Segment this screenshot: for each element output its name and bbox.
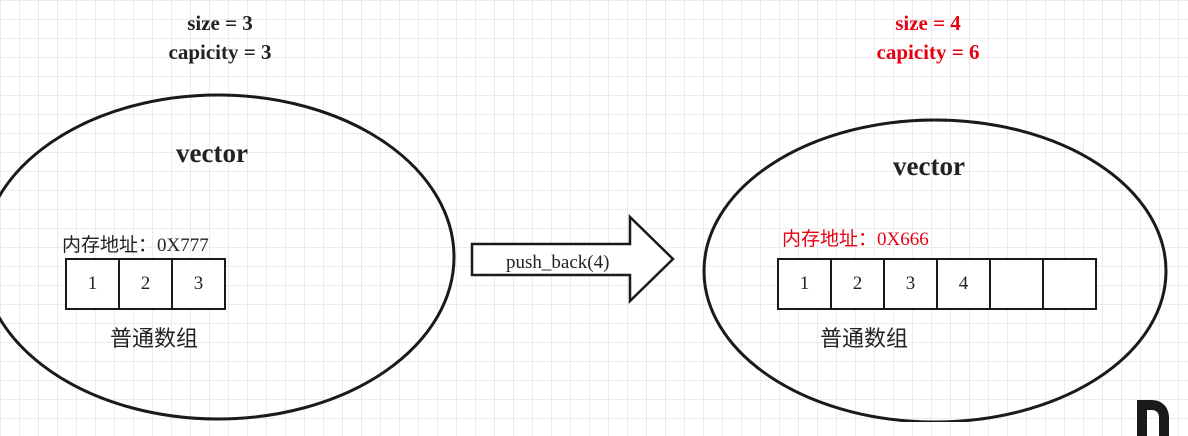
left-array-cell: 2 — [120, 260, 173, 308]
right-memory-address: 内存地址：0X666 — [782, 229, 929, 250]
right-array: 1 2 3 4 — [777, 258, 1097, 310]
left-array-cell: 1 — [67, 260, 120, 308]
push-back-arrow — [470, 214, 675, 304]
left-memory-address: 内存地址：0X777 — [62, 235, 209, 256]
push-back-label: push_back(4) — [506, 252, 610, 273]
right-array-cell: 1 — [779, 260, 832, 308]
right-vector-title: vector — [893, 151, 965, 181]
right-array-cell: 4 — [938, 260, 991, 308]
left-vector-title: vector — [176, 138, 248, 168]
left-array-cell: 3 — [193, 273, 204, 294]
left-array-caption: 普通数组 — [110, 327, 199, 352]
right-capacity-label: capicity = 6 — [876, 40, 980, 64]
left-array: 1 2 3 — [65, 258, 226, 310]
right-array-cell — [1044, 260, 1095, 308]
left-vector-ellipse — [0, 93, 456, 421]
right-vector-ellipse — [702, 118, 1168, 422]
right-size-label: size = 4 — [895, 11, 961, 35]
left-size-label: size = 3 — [187, 11, 253, 35]
left-stats: size = 3 capicity = 3 — [120, 9, 320, 67]
left-capacity-label: capicity = 3 — [168, 40, 272, 64]
right-array-cell: 2 — [832, 260, 885, 308]
diagram-canvas — [0, 93, 1168, 422]
right-array-caption: 普通数组 — [820, 327, 909, 352]
right-array-cell: 3 — [885, 260, 938, 308]
right-array-cell — [991, 260, 1044, 308]
logo-icon — [1137, 400, 1169, 436]
right-stats: size = 4 capicity = 6 — [828, 9, 1028, 67]
